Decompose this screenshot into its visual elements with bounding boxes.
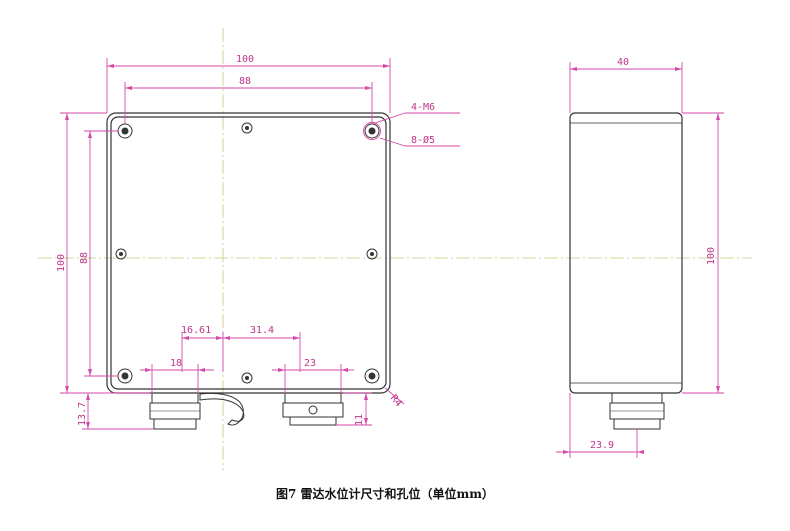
- connector-right: [282, 392, 344, 426]
- dim-side-height: 100: [706, 247, 717, 265]
- dim-connector-right-height: 11: [354, 414, 365, 426]
- mounting-hole-top-right: [363, 122, 381, 140]
- mounting-hole-top-center: [241, 122, 253, 134]
- dim-offset-left: 16.61: [181, 325, 211, 336]
- dim-width-outer: 100: [236, 54, 254, 65]
- dim-connector-height: 13.7: [77, 402, 88, 426]
- dim-connector-right-width: 23: [304, 358, 316, 369]
- figure-caption: 图7 雷达水位计尺寸和孔位（单位mm）: [276, 486, 494, 501]
- label-hole-dia: 8-Ø5: [411, 134, 435, 146]
- side-connector: [609, 392, 665, 430]
- label-hole-thread: 4-M6: [411, 102, 435, 113]
- side-view: 40 100 23.9: [556, 57, 724, 458]
- dim-height-outer: 100: [56, 254, 67, 272]
- mounting-hole-top-left: [117, 123, 133, 139]
- mounting-hole-bottom-right: [364, 368, 380, 384]
- dim-connector-left-width: 18: [170, 358, 182, 369]
- dim-corner-radius: R4: [388, 393, 404, 409]
- mounting-hole-bottom-left: [117, 368, 133, 384]
- dim-depth: 40: [617, 57, 629, 68]
- dim-offset-right: 31.4: [250, 325, 274, 336]
- mounting-hole-bottom-center: [241, 372, 253, 384]
- cable-gland-left: [149, 392, 245, 430]
- housing-inner-outline: [110, 116, 387, 390]
- housing-outline: [106, 112, 391, 394]
- side-housing-outline: [569, 112, 683, 394]
- dim-width-holes: 88: [239, 76, 251, 87]
- dim-connector-offset: 23.9: [590, 440, 614, 451]
- dim-height-holes: 88: [79, 252, 90, 264]
- mounting-hole-middle-left: [115, 248, 127, 260]
- front-view: 100 88 4-M6 8-Ø5 100 88 16.61 31: [56, 54, 460, 430]
- mounting-hole-middle-right: [366, 248, 378, 260]
